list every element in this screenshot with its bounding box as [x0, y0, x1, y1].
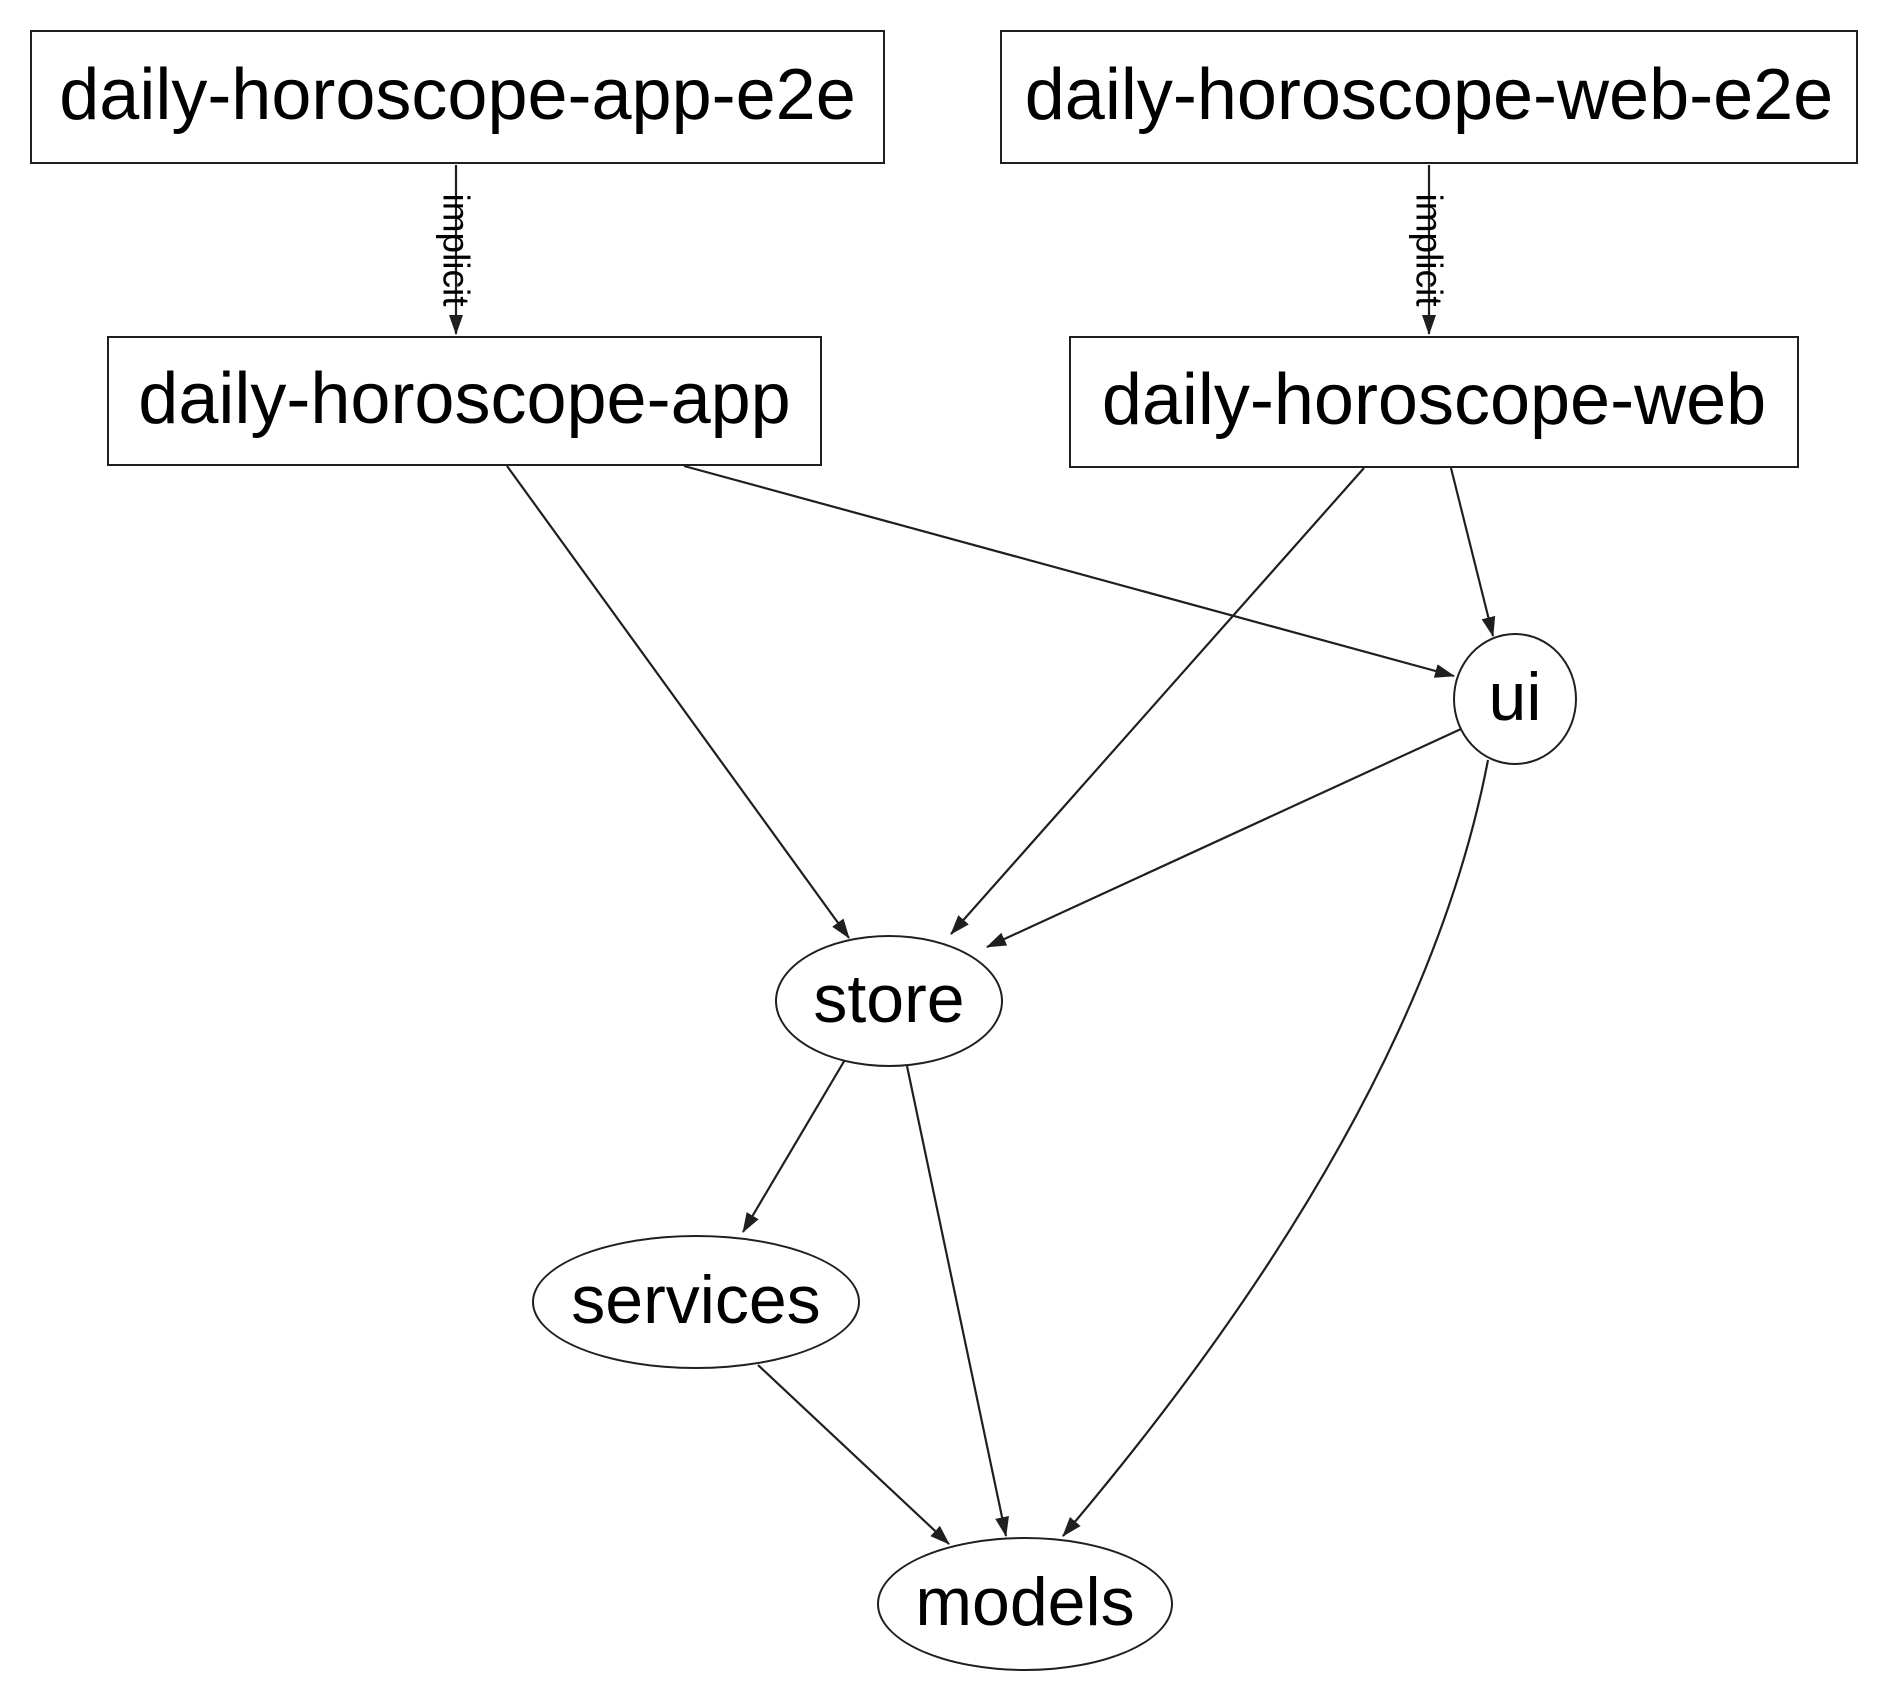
edge-label-implicit: implicit	[436, 193, 477, 307]
node-daily-horoscope-web: daily-horoscope-web	[1069, 336, 1799, 468]
node-label: services	[571, 1262, 821, 1338]
edge-store-to-models	[905, 1065, 1009, 1537]
edge-daily-horoscope-web-to-store	[950, 467, 1365, 935]
edge-ui-to-models	[1062, 759, 1490, 1537]
node-models: models	[877, 1537, 1173, 1671]
node-label: daily-horoscope-app	[138, 359, 791, 439]
node-label: ui	[1488, 659, 1542, 735]
edge-daily-horoscope-app-to-store	[506, 465, 850, 939]
node-label: daily-horoscope-web-e2e	[1024, 55, 1834, 135]
node-daily-horoscope-app: daily-horoscope-app	[107, 336, 822, 466]
node-label: models	[915, 1564, 1135, 1640]
node-label: store	[813, 961, 965, 1037]
edge-label-implicit: implicit	[1409, 193, 1450, 307]
node-label: daily-horoscope-web	[1101, 360, 1767, 440]
edge-store-to-services	[742, 1057, 847, 1233]
edge-ui-to-store	[986, 728, 1462, 948]
edge-services-to-models	[757, 1364, 950, 1545]
node-label: daily-horoscope-app-e2e	[59, 55, 856, 135]
node-store: store	[775, 935, 1003, 1067]
node-services: services	[532, 1235, 860, 1369]
edge-daily-horoscope-app-to-ui	[683, 464, 1455, 678]
node-daily-horoscope-web-e2e: daily-horoscope-web-e2e	[1000, 30, 1858, 164]
edge-daily-horoscope-web-to-ui	[1449, 467, 1496, 637]
node-daily-horoscope-app-e2e: daily-horoscope-app-e2e	[30, 30, 885, 164]
node-ui: ui	[1453, 633, 1577, 765]
